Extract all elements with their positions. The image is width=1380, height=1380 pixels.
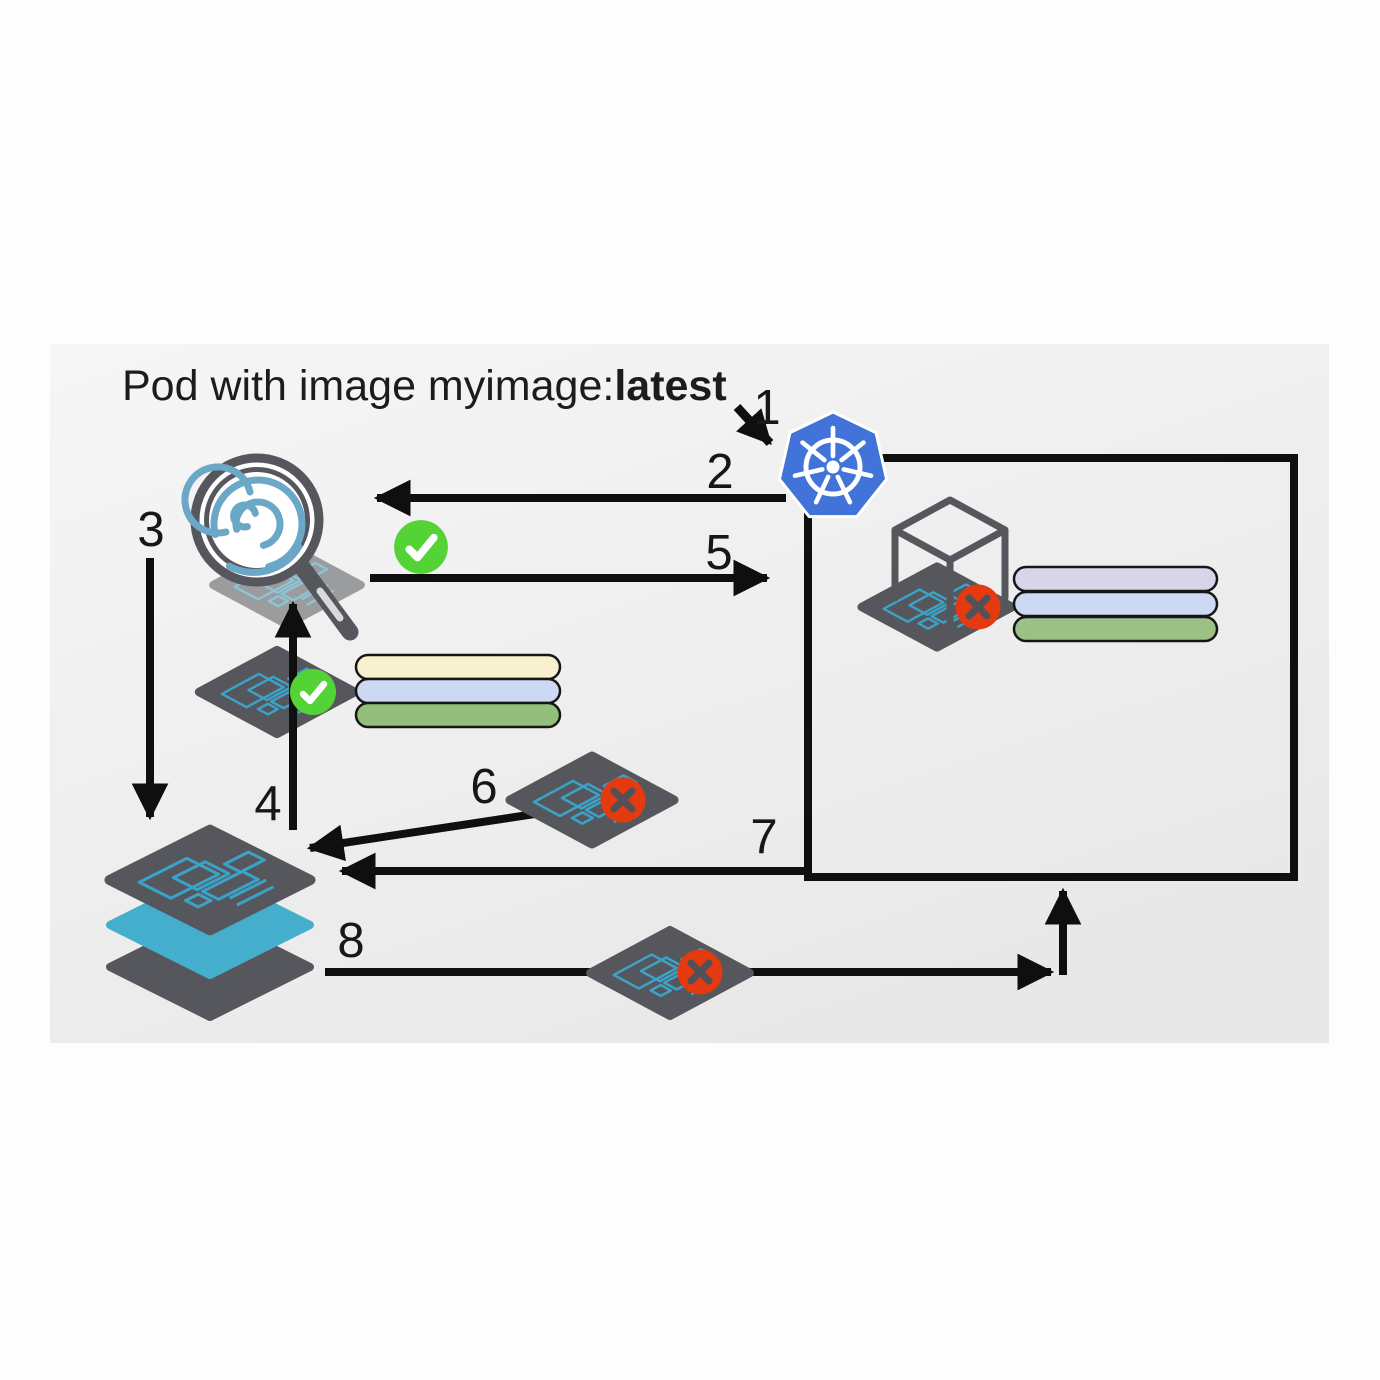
- diagram-title: Pod with image myimage:latest: [122, 362, 727, 411]
- step8-label: 8: [337, 914, 364, 968]
- title-prefix: Pod with image myimage:: [122, 362, 615, 410]
- step1-arrow: [733, 403, 774, 447]
- step1-label: 1: [753, 381, 780, 435]
- step4-label: 4: [254, 777, 281, 831]
- layer-pill: [354, 701, 562, 729]
- image-layer-pills-right: [1012, 565, 1219, 643]
- step5-label: 5: [705, 526, 732, 580]
- layer-pill: [1012, 565, 1219, 593]
- registry-icon: [110, 830, 310, 1021]
- image-layer-pills-left: [354, 653, 562, 729]
- fingerprint-scanner-icon: [181, 453, 361, 641]
- node-boundary-box: [804, 454, 1298, 881]
- layer-pill: [1012, 615, 1219, 643]
- layer-pill: [1012, 590, 1219, 618]
- pod-cube-icon: [891, 496, 1009, 626]
- title-emphasis: latest: [614, 362, 727, 410]
- pod-with-failed-image: [862, 496, 1219, 647]
- x-badge-icon: [956, 585, 1001, 630]
- x-badge-icon: [678, 950, 723, 995]
- step6-label: 6: [470, 760, 497, 814]
- signature-valid-check-icon: [394, 520, 448, 574]
- step2-label: 2: [706, 445, 733, 499]
- step3-label: 3: [137, 503, 164, 557]
- x-badge-icon: [601, 778, 646, 823]
- check-badge-icon: [290, 669, 336, 715]
- layer-pill: [354, 653, 562, 681]
- layer-pill: [354, 677, 562, 705]
- step6-arrow: [306, 808, 549, 862]
- step7-label: 7: [750, 810, 777, 864]
- helm-wheel-icon: [792, 425, 874, 505]
- magnifier-handle-highlight: [316, 587, 344, 622]
- kubernetes-icon: [777, 410, 889, 519]
- fingerprint-icon: [181, 463, 306, 576]
